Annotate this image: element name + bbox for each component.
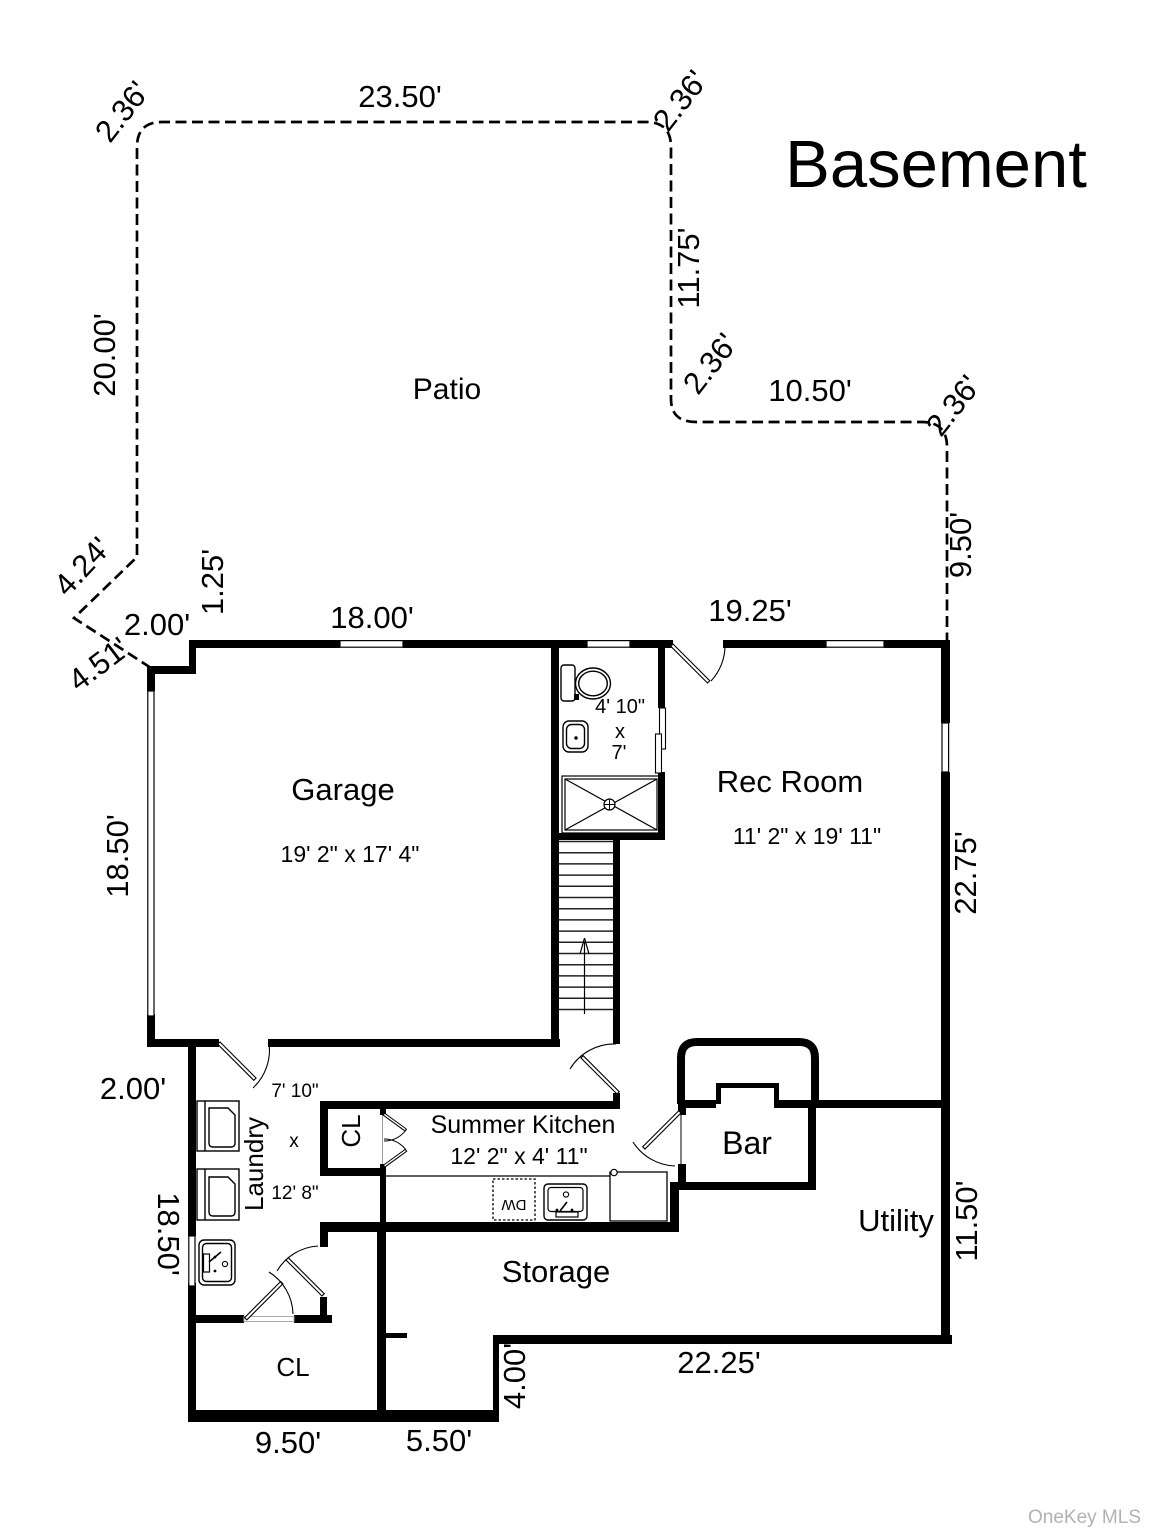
svg-text:5.50': 5.50' [406,1423,472,1458]
svg-text:4' 10": 4' 10" [595,696,645,718]
svg-text:4.00': 4.00' [497,1343,532,1409]
svg-text:Utility: Utility [858,1203,934,1238]
svg-text:19.25': 19.25' [708,593,792,628]
svg-text:22.25': 22.25' [677,1345,761,1380]
svg-text:19' 2" x 17' 4": 19' 2" x 17' 4" [281,841,420,867]
svg-text:11' 2" x 19' 11": 11' 2" x 19' 11" [733,823,881,849]
svg-text:9.50': 9.50' [255,1425,321,1460]
svg-text:Laundry: Laundry [239,1117,269,1211]
svg-text:18.50': 18.50' [100,814,135,898]
svg-text:11.75': 11.75' [671,227,706,308]
svg-text:DW: DW [501,1196,527,1213]
svg-text:2.00': 2.00' [100,1071,166,1106]
svg-text:18.50': 18.50' [151,1192,186,1276]
svg-text:x: x [289,1131,299,1152]
svg-text:7': 7' [612,742,627,764]
svg-text:Bar: Bar [722,1125,772,1161]
svg-text:18.00': 18.00' [330,600,414,635]
svg-text:23.50': 23.50' [358,79,442,114]
svg-text:x: x [615,721,625,743]
svg-text:Patio: Patio [413,373,481,406]
svg-text:CL: CL [276,1352,309,1382]
svg-text:12' 8": 12' 8" [271,1183,318,1204]
svg-text:Garage: Garage [291,772,394,807]
svg-text:Rec Room: Rec Room [717,764,863,799]
svg-text:OneKey MLS: OneKey MLS [1028,1507,1141,1528]
svg-text:22.75': 22.75' [948,831,983,915]
svg-text:Storage: Storage [502,1254,611,1289]
svg-text:CL: CL [336,1114,366,1147]
svg-text:Summer Kitchen: Summer Kitchen [431,1111,616,1139]
svg-text:20.00': 20.00' [87,313,122,397]
svg-text:11.50': 11.50' [949,1180,984,1261]
svg-text:12' 2" x 4' 11": 12' 2" x 4' 11" [450,1143,587,1169]
svg-text:2.00': 2.00' [124,607,190,642]
svg-text:Basement: Basement [785,127,1087,202]
svg-text:10.50': 10.50' [768,373,852,408]
svg-text:1.25': 1.25' [195,549,230,615]
svg-text:7' 10": 7' 10" [271,1081,318,1102]
svg-text:9.50': 9.50' [943,512,978,578]
